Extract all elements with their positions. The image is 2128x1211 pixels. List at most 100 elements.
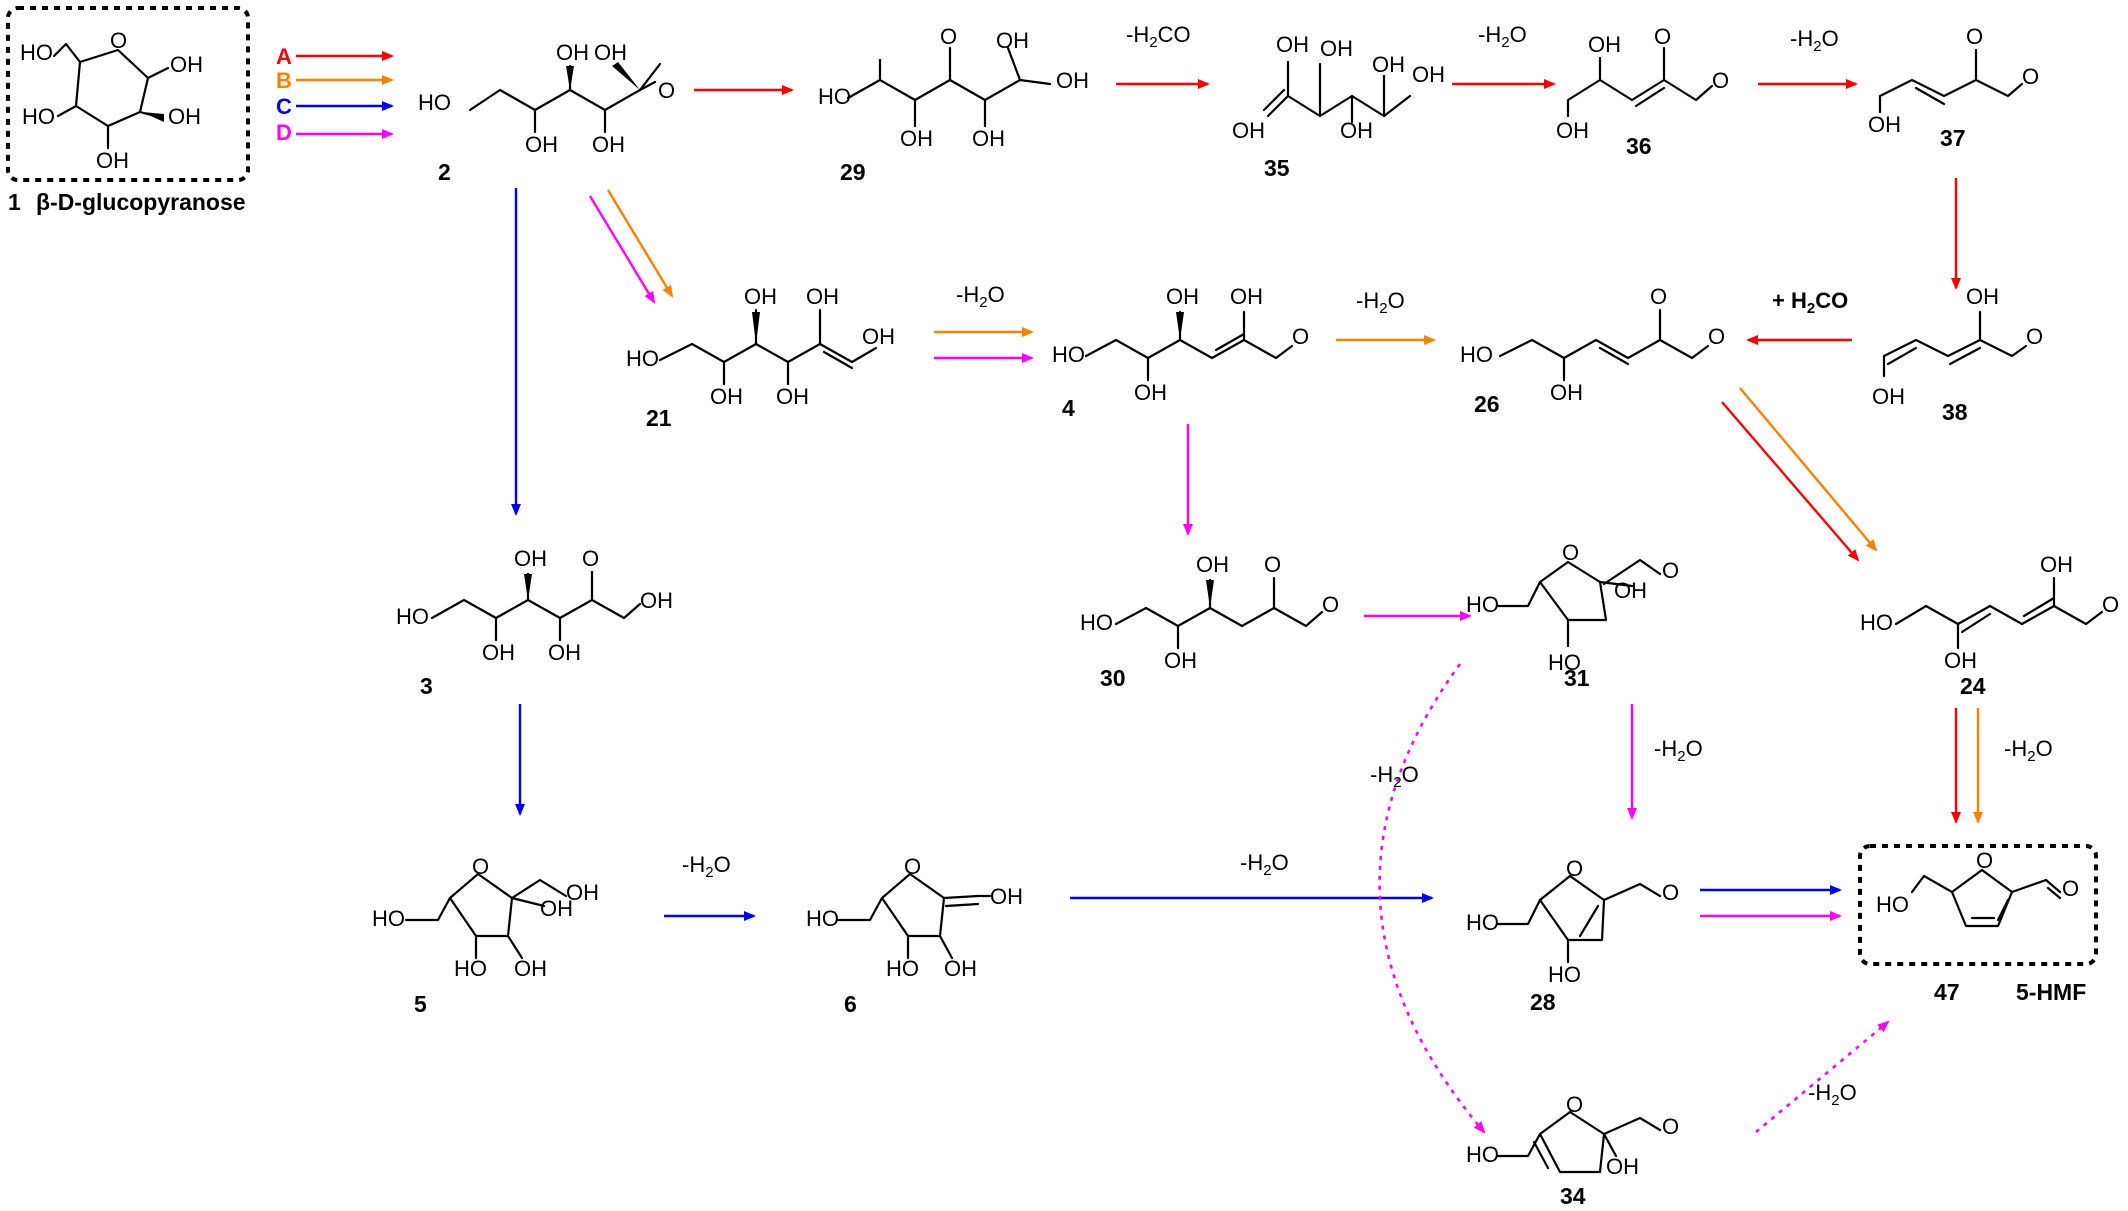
compound-number: 47: [1934, 979, 1960, 1005]
atom-label: O: [904, 854, 921, 879]
compound-37: O O OH 37: [1868, 24, 2039, 151]
atom-label: OH: [1872, 384, 1905, 409]
atom-label: OH: [744, 284, 777, 309]
condition-6-to-28: -H2O: [1240, 850, 1289, 879]
atom-label: O: [1292, 324, 1309, 349]
compound-21: HO OH OH OH OH OH 21: [626, 284, 895, 431]
compound-name: β-D-glucopyranose: [36, 189, 246, 215]
atom-label: HO: [806, 906, 839, 931]
compound-number: 24: [1960, 673, 1986, 699]
condition-36-to-37: -H2O: [1790, 26, 1839, 55]
atom-label: OH: [514, 956, 547, 981]
compound-number: 30: [1100, 665, 1126, 691]
atom-label: OH: [1134, 380, 1167, 405]
atom-label: HO: [22, 104, 55, 129]
atom-label: O: [110, 28, 127, 53]
atom-label: HO: [818, 84, 851, 109]
compound-28: O HO O HO 28: [1466, 856, 1679, 1015]
atom-label: OH: [1232, 118, 1265, 143]
atom-label: O: [940, 24, 957, 49]
compound-number: 34: [1560, 1183, 1586, 1209]
atom-label: HO: [396, 604, 429, 629]
atom-label: OH: [168, 104, 201, 129]
condition-35-to-36: -H2O: [1478, 22, 1527, 51]
arrow-26-to-24-b: [1739, 387, 1878, 552]
atom-label: HO: [454, 956, 487, 981]
atom-label: O: [582, 546, 599, 571]
atom-label: HO: [1876, 892, 1909, 917]
legend-label-b: B: [276, 68, 292, 93]
atom-label: OH: [640, 588, 673, 613]
reaction-conditions: -H2CO -H2O -H2O + H2CO -H2O -H2O -H2O -H…: [682, 22, 2053, 1109]
atom-label: OH: [1276, 32, 1309, 57]
atom-label: OH: [1340, 118, 1373, 143]
atom-label: OH: [1606, 1154, 1639, 1179]
arrow-26-to-24-a: [1721, 401, 1860, 562]
atom-label: HO: [886, 956, 919, 981]
compound-47-5-hmf: HO O O 47 5-HMF: [1858, 844, 2098, 1005]
legend-label-c: C: [276, 94, 292, 119]
reaction-arrows: [511, 79, 1983, 1134]
atom-label: O: [1654, 24, 1671, 49]
atom-label: OH: [944, 956, 977, 981]
atom-label: OH: [594, 40, 627, 65]
atom-label: O: [1662, 880, 1679, 905]
atom-label: OH: [556, 40, 589, 65]
atom-label: OH: [525, 132, 558, 157]
atom-label: OH: [2040, 552, 2073, 577]
compound-1-glucopyranose: HO O OH OH OH HO 1 β-D-glucopyranose: [6, 6, 250, 215]
product-box: [1858, 844, 2098, 966]
atom-label: OH: [592, 132, 625, 157]
compound-4: HO OH OH OH O 4: [1052, 284, 1309, 421]
compound-number: 26: [1474, 391, 1500, 417]
compound-31: O HO OH O HO 31: [1466, 540, 1679, 691]
atom-label: HO: [1466, 910, 1499, 935]
arrow-31-to-34-dotted: [1378, 663, 1486, 1134]
atom-label: OH: [1372, 52, 1405, 77]
atom-label: OH: [1412, 62, 1445, 87]
compound-36: OH O O OH 36: [1556, 24, 1729, 159]
atom-label: O: [1566, 1092, 1583, 1117]
compound-30: HO OH O OH O 30: [1080, 552, 1339, 691]
atom-label: OH: [1550, 380, 1583, 405]
start-box: [6, 6, 250, 182]
atom-label: O: [1566, 856, 1583, 881]
compound-number: 4: [1062, 395, 1075, 421]
atom-label: OH: [990, 884, 1023, 909]
compound-number: 29: [840, 159, 866, 185]
compound-35: OH OH OH OH OH OH 35: [1232, 32, 1445, 181]
atom-label: OH: [996, 28, 1029, 53]
compound-number: 28: [1530, 989, 1556, 1015]
atom-label: OH: [566, 880, 599, 905]
compound-name: 5-HMF: [2016, 979, 2086, 1005]
compound-34: O HO OH O 34: [1466, 1092, 1679, 1209]
compound-29: HO O OH OH OH OH 29: [818, 24, 1089, 185]
compound-number: 6: [844, 991, 857, 1017]
compound-number: 38: [1942, 399, 1968, 425]
compound-number: 3: [420, 673, 433, 699]
atom-label: HO: [20, 40, 53, 65]
atom-label: O: [1662, 558, 1679, 583]
atom-label: OH: [1230, 284, 1263, 309]
atom-label: HO: [1548, 650, 1581, 675]
compound-number: 31: [1564, 665, 1590, 691]
atom-label: OH: [1614, 578, 1647, 603]
atom-label: OH: [1056, 68, 1089, 93]
compound-number: 21: [646, 405, 672, 431]
compound-2: HO OH OH OH OH O 2: [418, 40, 675, 185]
compound-5: O HO OH OH HO OH 5: [372, 854, 599, 1017]
atom-label: O: [1976, 848, 1993, 873]
atom-label: OH: [548, 640, 581, 665]
atom-label: O: [1662, 1114, 1679, 1139]
atom-label: OH: [96, 148, 129, 173]
condition-31-to-34: -H2O: [1370, 762, 1419, 791]
atom-label: OH: [806, 284, 839, 309]
atom-label: OH: [1556, 118, 1589, 143]
atom-label: OH: [1166, 284, 1199, 309]
atom-label: OH: [1196, 552, 1229, 577]
atom-label: OH: [900, 126, 933, 151]
atom-label: HO: [1466, 592, 1499, 617]
condition-29-to-35: -H2CO: [1126, 22, 1191, 51]
atom-label: O: [658, 78, 675, 103]
compound-number: 1: [8, 189, 21, 215]
